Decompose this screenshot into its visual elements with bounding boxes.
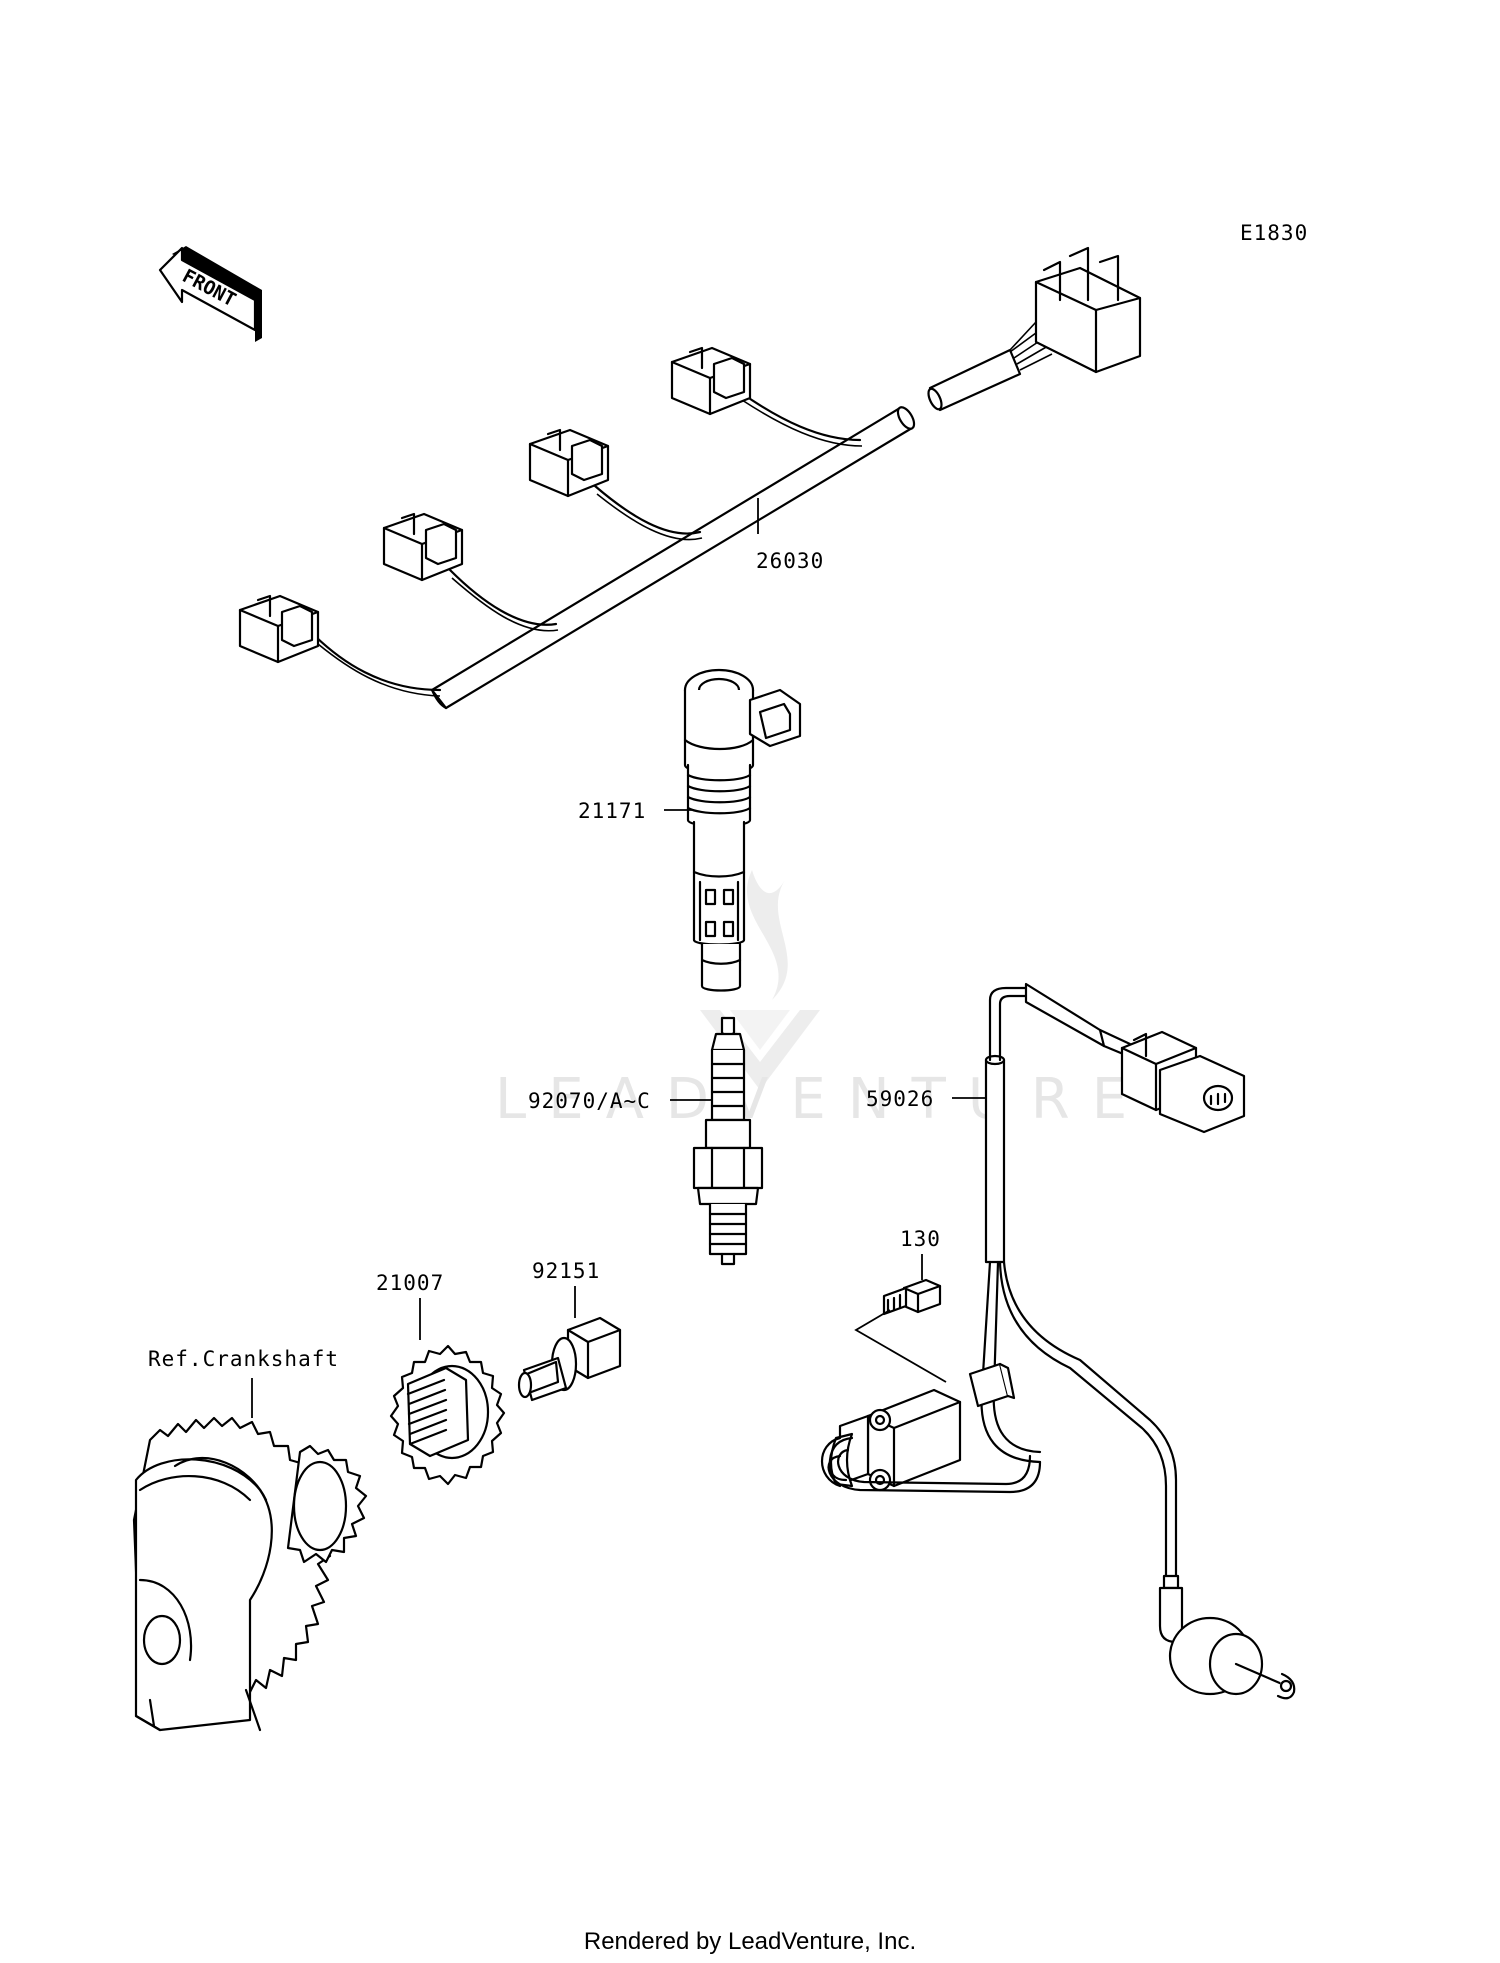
pickup-sensor [820, 1388, 1042, 1494]
bolt-130 [854, 1254, 947, 1383]
watermark-text: LEADVENTURE [495, 1067, 1149, 1132]
part-label-130: 130 [900, 1227, 941, 1251]
part-label-26030: 26030 [756, 549, 824, 573]
part-label-21007: 21007 [376, 1271, 444, 1295]
timing-rotor-21007 [389, 1298, 506, 1486]
spark-plug-92070 [670, 1016, 764, 1266]
sensor-harness-59026 [952, 982, 1296, 1700]
flange-bolt-92151 [517, 1286, 622, 1402]
wiring-harness-26030 [238, 246, 1142, 710]
harness-connector [382, 512, 464, 582]
part-label-92151: 92151 [532, 1259, 600, 1283]
harness-connector [238, 594, 320, 664]
part-label-59026: 59026 [866, 1087, 934, 1111]
harness-connector [670, 346, 752, 416]
part-label-21171: 21171 [578, 799, 646, 823]
footer-credit: Rendered by LeadVenture, Inc. [583, 1928, 917, 1955]
ignition-coil-21171 [664, 668, 802, 992]
part-label-92070: 92070/A~C [528, 1089, 651, 1113]
ref-crankshaft-label: Ref.Crankshaft [148, 1347, 339, 1371]
diagram-code: E1830 [1240, 221, 1308, 245]
harness-connector [528, 428, 610, 498]
front-arrow: FRONT [158, 246, 262, 342]
crankshaft-reference [132, 1378, 368, 1732]
